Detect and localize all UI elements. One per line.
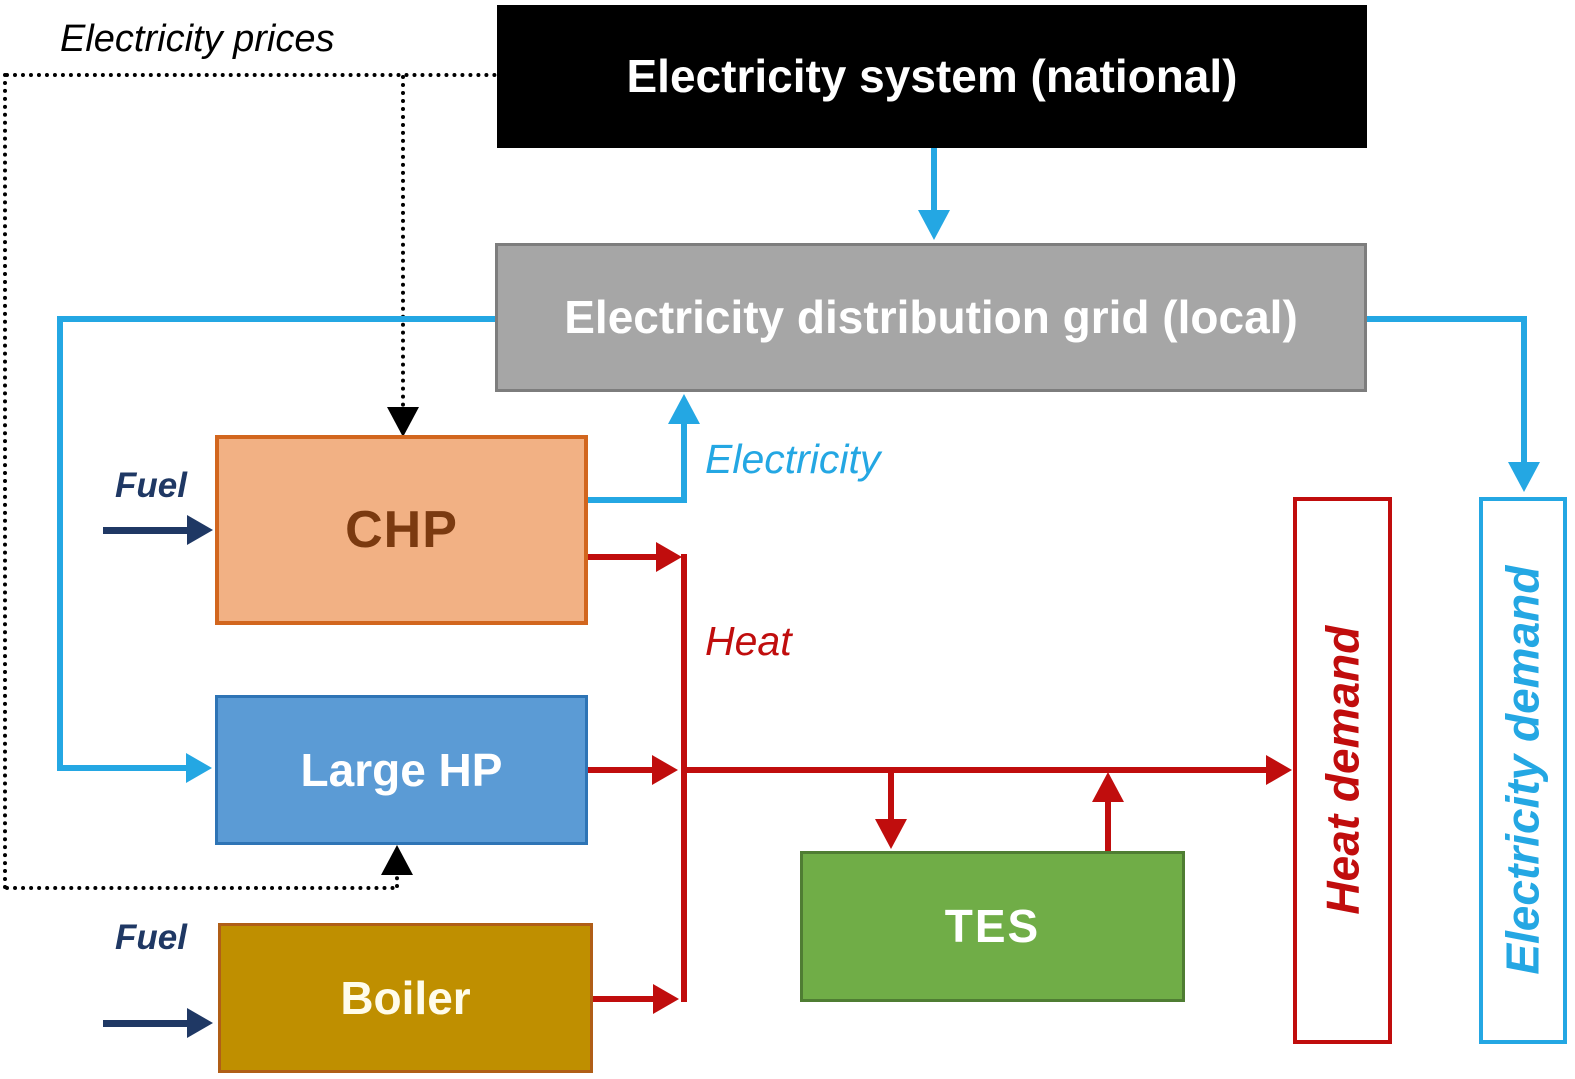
arrowhead-grid-to-elecdemand — [1508, 462, 1540, 492]
node-electricity-system-label: Electricity system (national) — [626, 50, 1238, 103]
edge-prices-left — [3, 73, 7, 890]
edge-tes-charge — [888, 771, 894, 821]
arrowhead-grid-to-hp — [186, 753, 212, 783]
edge-hp-heat-out — [588, 767, 656, 773]
edge-chp-heat-out — [588, 554, 660, 560]
edge-grid-to-hp — [57, 765, 187, 771]
node-large-hp: Large HP — [215, 695, 588, 845]
node-electricity-system: Electricity system (national) — [497, 5, 1367, 148]
node-heat-demand-label: Heat demand — [1316, 626, 1369, 915]
arrowhead-boiler-heat — [653, 984, 679, 1014]
edge-boiler-heat-out — [593, 996, 655, 1002]
arrowhead-heat-into-demand — [1266, 755, 1292, 785]
edge-grid-to-elecdemand — [1521, 316, 1527, 464]
edge-grid-left-horizontal — [57, 316, 495, 322]
arrowhead-fuel-chp — [187, 515, 213, 545]
label-fuel-boiler: Fuel — [115, 918, 187, 957]
node-chp-label: CHP — [345, 500, 458, 559]
node-tes: TES — [800, 851, 1185, 1002]
edge-fuel-chp — [103, 527, 189, 534]
arrowhead-national-to-grid — [918, 210, 950, 240]
label-fuel-chp: Fuel — [115, 466, 187, 505]
arrowhead-tes-charge — [875, 819, 907, 849]
node-tes-label: TES — [944, 900, 1041, 953]
edge-heat-collector — [681, 554, 687, 1002]
edge-prices-to-chp — [401, 75, 405, 407]
edge-fuel-boiler — [103, 1020, 189, 1027]
label-electricity-flow: Electricity — [705, 436, 881, 482]
arrowhead-chp-heat — [656, 542, 682, 572]
arrowhead-prices-into-chp — [387, 407, 419, 437]
arrowhead-prices-into-hp — [381, 845, 413, 875]
edge-grid-right-horizontal — [1367, 316, 1527, 322]
node-chp: CHP — [215, 435, 588, 625]
node-boiler-label: Boiler — [340, 971, 471, 1024]
node-distribution-grid-label: Electricity distribution grid (local) — [564, 291, 1298, 344]
node-electricity-demand-label: Electricity demand — [1496, 565, 1549, 976]
edge-chp-electricity-out — [588, 497, 684, 503]
edge-national-to-grid — [931, 148, 937, 212]
edge-heat-main — [684, 767, 1270, 773]
edge-grid-left-vertical — [57, 316, 63, 771]
edge-tes-discharge — [1105, 800, 1111, 851]
arrowhead-hp-heat — [652, 755, 678, 785]
node-large-hp-label: Large HP — [300, 743, 503, 796]
arrowhead-fuel-boiler — [187, 1008, 213, 1038]
label-heat-flow: Heat — [705, 618, 792, 664]
arrowhead-tes-discharge — [1092, 772, 1124, 802]
node-boiler: Boiler — [218, 923, 593, 1073]
edge-prices-bottom — [5, 886, 395, 890]
edge-chp-to-grid-vertical — [681, 424, 687, 503]
label-electricity-prices: Electricity prices — [60, 18, 335, 60]
node-distribution-grid: Electricity distribution grid (local) — [495, 243, 1367, 392]
edge-prices-top — [5, 73, 497, 77]
node-heat-demand: Heat demand — [1293, 497, 1392, 1044]
node-electricity-demand: Electricity demand — [1479, 497, 1567, 1044]
arrowhead-chp-to-grid — [668, 394, 700, 424]
